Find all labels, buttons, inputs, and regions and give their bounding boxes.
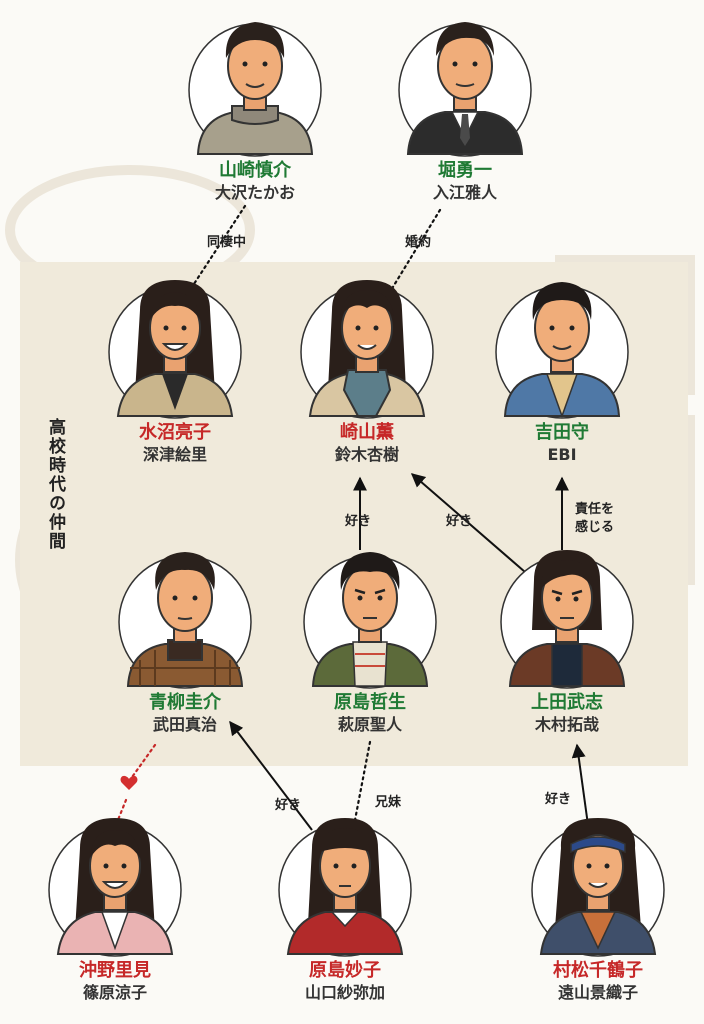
person-sakiyama: 崎山薫 鈴木杏樹 — [282, 270, 452, 465]
role-name: 山崎慎介 — [219, 160, 291, 181]
man-shirt-portrait-icon — [303, 552, 437, 689]
person-ueda: 上田武志 木村拓哉 — [482, 540, 652, 735]
section-label: 高校時代の仲間 — [45, 418, 65, 551]
actor-name: EBI — [547, 445, 577, 464]
woman-pink-portrait-icon — [48, 818, 182, 957]
role-name: 原島哲生 — [334, 692, 406, 713]
heart-icon — [120, 775, 138, 790]
role-name: 吉田守 — [535, 422, 589, 443]
actor-name: 遠山景織子 — [557, 983, 638, 1002]
actor-name: 大沢たかお — [214, 183, 295, 202]
relation-label-cohabiting: 同棲中 — [207, 235, 247, 250]
man-plaid-portrait-icon — [118, 552, 252, 689]
person-mizunuma: 水沼亮子 深津絵里 — [90, 270, 260, 465]
person-harashima-taeko: 原島妙子 山口紗弥加 — [260, 808, 430, 1003]
actor-name: 武田真治 — [152, 715, 217, 734]
person-aoyagi: 青柳圭介 武田真治 — [100, 540, 270, 735]
person-muramatsu: 村松千鶴子 遠山景織子 — [513, 808, 683, 1003]
actor-name: 鈴木杏樹 — [334, 445, 399, 464]
role-name: 村松千鶴子 — [553, 960, 643, 981]
person-okino: 沖野里見 篠原涼子 — [30, 808, 200, 1003]
relation-label-likes: 好き — [275, 798, 302, 813]
relation-label-likes: 好き — [545, 792, 572, 807]
man-suit-portrait-icon — [398, 22, 532, 157]
relation-label-engaged: 婚約 — [405, 235, 432, 250]
relation-label-responsibility: 感じる — [575, 520, 615, 535]
role-name: 崎山薫 — [340, 422, 394, 443]
woman-bandana-portrait-icon — [531, 818, 665, 957]
role-name: 水沼亮子 — [139, 422, 211, 443]
actor-name: 萩原聖人 — [337, 715, 402, 734]
actor-name: 入江雅人 — [432, 183, 497, 202]
woman-scarf-portrait-icon — [300, 280, 434, 419]
man-longhair-portrait-icon — [500, 550, 634, 689]
actor-name: 木村拓哉 — [534, 715, 599, 734]
girl-red-portrait-icon — [278, 818, 412, 957]
person-hori: 堀勇一 入江雅人 — [380, 8, 550, 203]
actor-name: 篠原涼子 — [82, 983, 147, 1002]
role-name: 原島妙子 — [309, 960, 381, 981]
relation-label-siblings: 兄妹 — [375, 795, 402, 810]
man-sweater-portrait-icon — [188, 22, 322, 157]
relation-label-likes: 好き — [446, 514, 473, 529]
role-name: 上田武志 — [531, 692, 603, 713]
person-yoshida: 吉田守 EBI — [477, 270, 647, 465]
relation-label-responsibility: 責任を — [575, 502, 615, 517]
role-name: 沖野里見 — [79, 960, 151, 981]
role-name: 堀勇一 — [438, 160, 492, 181]
man-denim-portrait-icon — [495, 282, 629, 419]
actor-name: 深津絵里 — [142, 445, 207, 464]
person-yamazaki: 山崎慎介 大沢たかお — [170, 8, 340, 203]
relation-label-likes: 好き — [345, 514, 372, 529]
role-name: 青柳圭介 — [149, 692, 221, 713]
actor-name: 山口紗弥加 — [304, 983, 385, 1002]
person-harashima-tetsuo: 原島哲生 萩原聖人 — [285, 540, 455, 735]
woman-portrait-icon — [108, 280, 242, 419]
